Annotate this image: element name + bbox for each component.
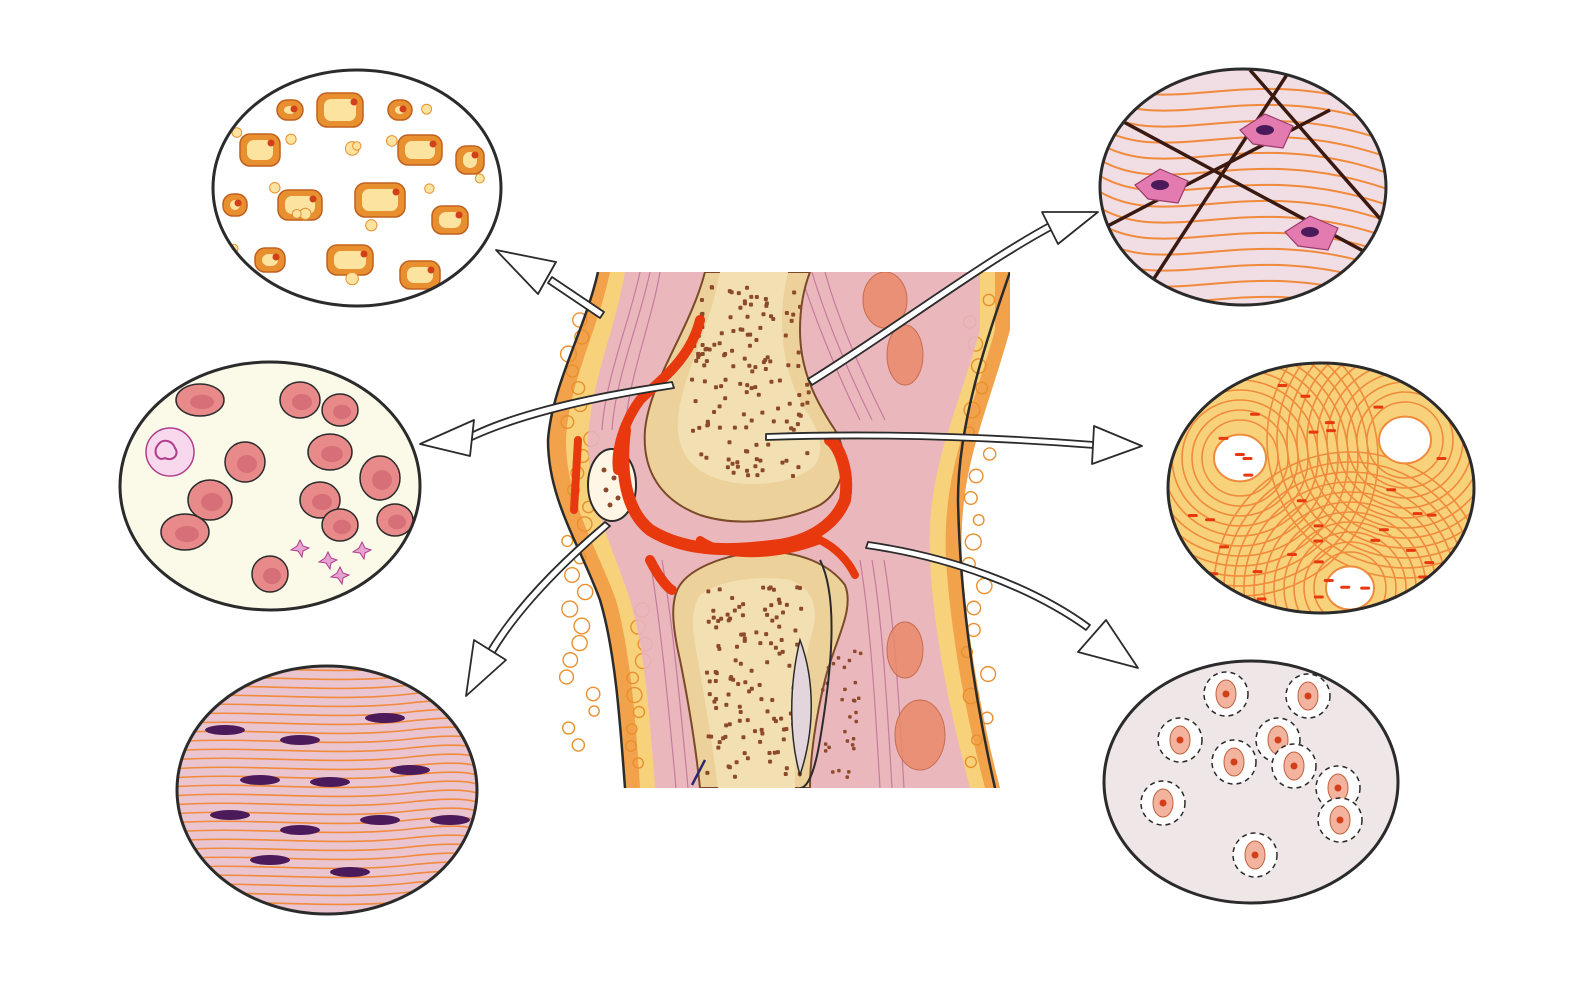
hyaline-cartilage-panel — [1102, 659, 1400, 905]
joint-capsule-vessels — [570, 315, 859, 595]
compact-bone-panel — [1166, 361, 1476, 615]
adipose-tissue-icon — [222, 89, 489, 290]
arrow-to-bone — [765, 425, 1143, 465]
muscle-striations — [601, 272, 905, 788]
muscle-tissue-panel — [175, 664, 479, 916]
callout-arrows — [419, 211, 1143, 697]
trabecular-bone-dots — [690, 285, 863, 779]
arrow-to-muscle — [465, 521, 611, 697]
arrow-to-blood — [419, 381, 675, 457]
femur-marrow — [677, 272, 821, 485]
adipose-tissue-panel — [211, 68, 503, 308]
loose-connective-tissue-panel — [1098, 67, 1388, 307]
hyaline-cartilage-icon — [1140, 671, 1363, 878]
nerve-fiber — [690, 759, 707, 786]
arrow-to-adipose — [495, 249, 605, 319]
arrow-to-cartilage — [865, 541, 1139, 669]
arrow-to-connective — [807, 211, 1099, 386]
tibia-marrow — [693, 578, 815, 788]
blood-cells-icon — [145, 381, 414, 593]
blood-cells-panel — [118, 360, 422, 612]
right-soft-tissue — [862, 272, 946, 771]
meniscus — [791, 637, 812, 778]
knee-joint-cross-section — [546, 272, 1010, 788]
